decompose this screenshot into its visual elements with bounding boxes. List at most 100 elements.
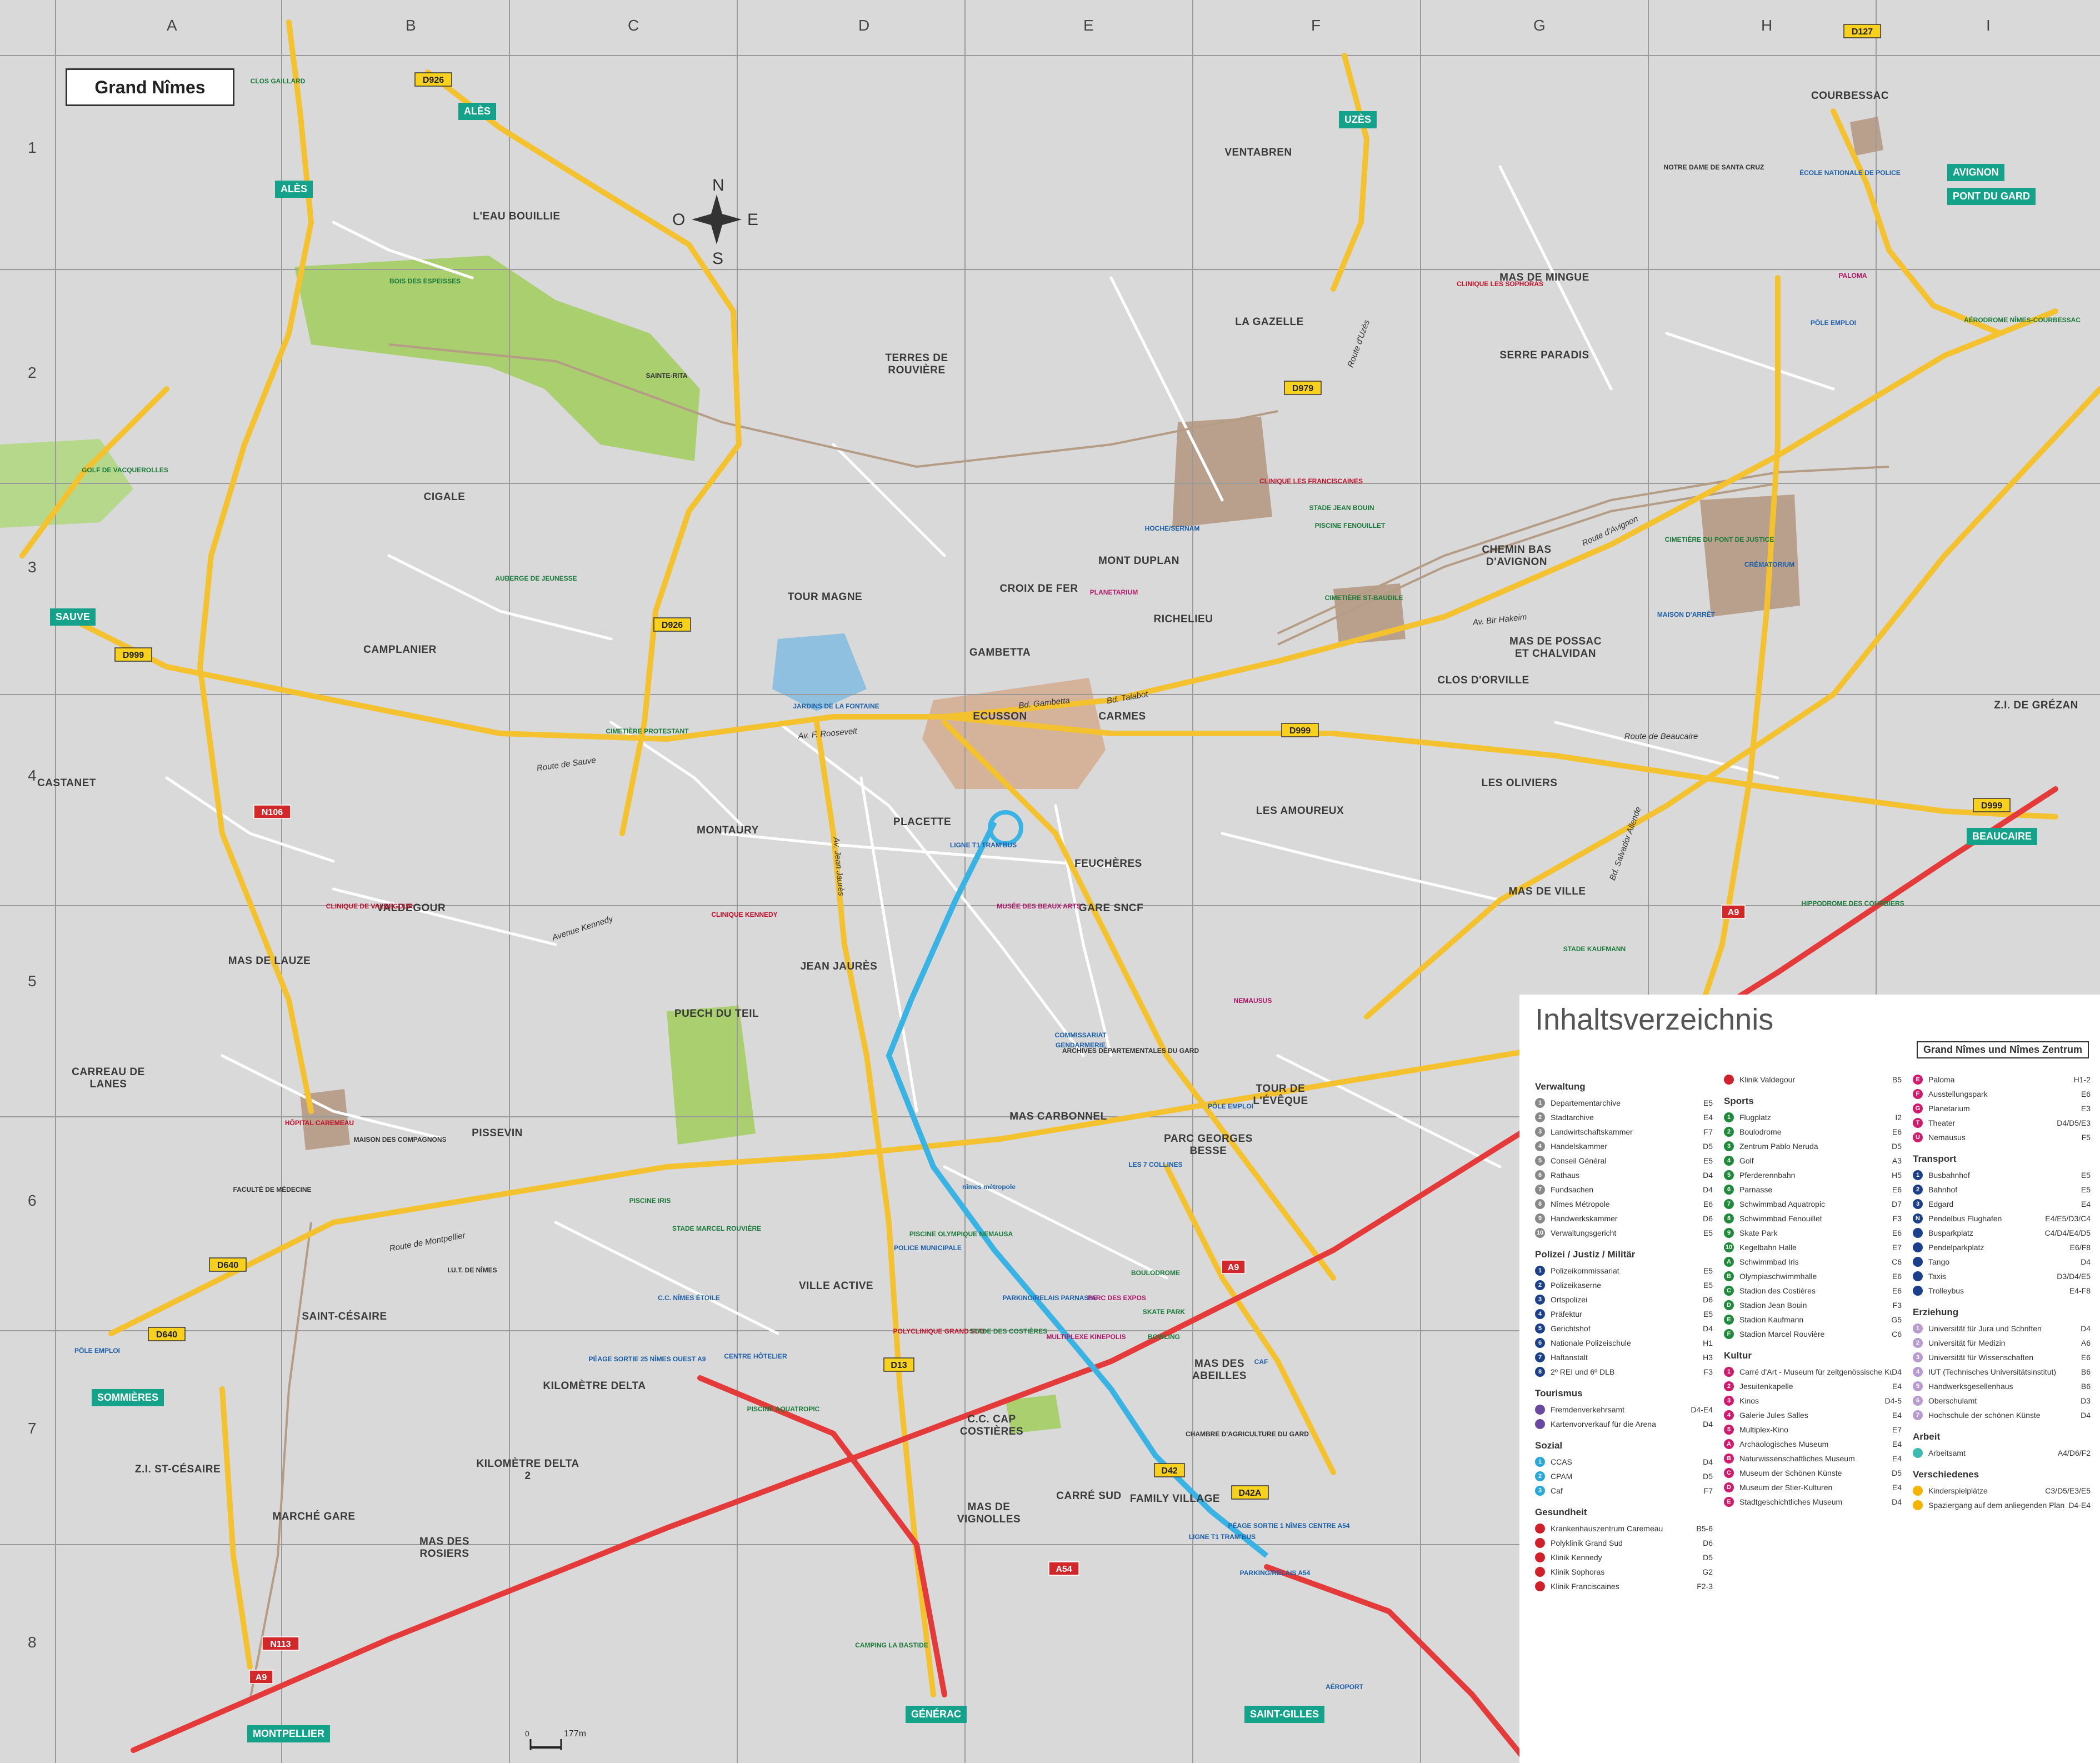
poi-red: CLINIQUE LES FRANCISCAINES [1259, 477, 1363, 485]
destination-sign: SOMMIÈRES [92, 1389, 164, 1406]
place-label: FEUCHÈRES [1074, 857, 1142, 870]
destination-sign: GÉNÉRAC [906, 1706, 967, 1723]
grid-row-7: 7 [28, 1420, 37, 1437]
index-entry-name: Arbeitsamt [1928, 1449, 1966, 1457]
place-label: CASTANET [37, 777, 96, 789]
index-entry-ref: E5 [2081, 1171, 2091, 1180]
index-entry-name: Schwimmbad Fenouillet [1739, 1214, 1822, 1223]
poi-red: POLYCLINIQUE GRAND SUD [893, 1327, 985, 1335]
poi-mag: PARC DES EXPOS [1087, 1294, 1146, 1302]
road-shield-label: N106 [262, 808, 283, 817]
place-label: SAINT-CÉSAIRE [302, 1310, 387, 1322]
index-entry-name: Nemausus [1928, 1133, 1966, 1142]
index-entry-name: Museum der Stier-Kulturen [1739, 1483, 1833, 1492]
poi-mag: MUSÉE DES BEAUX ARTS [997, 902, 1081, 910]
index-entry-name: Klinik Valdegour [1739, 1075, 1796, 1084]
index-entry-marker-icon: 10 [1724, 1242, 1734, 1252]
index-entry-marker-icon: 1 [1913, 1324, 1923, 1334]
compass-w: O [672, 211, 685, 229]
index-entry-ref: D5 [1703, 1472, 1713, 1481]
index-entry-marker-icon: U [1913, 1132, 1923, 1142]
index-entry-ref: D6 [1703, 1539, 1713, 1547]
index-entry-ref: D4 [1892, 1497, 1902, 1506]
index-entry-marker-icon [1535, 1405, 1545, 1415]
index-entry-marker-icon [1913, 1228, 1923, 1238]
index-entry-name: Stadion Jean Bouin [1739, 1301, 1807, 1310]
poi-blue: POLICE MUNICIPALE [894, 1244, 962, 1252]
poi-mag: MULTIPLEXE KINEPOLIS [1046, 1333, 1126, 1341]
poi-blue: LES 7 COLLINES [1128, 1161, 1182, 1168]
index-entry-name: Ortspolizei [1551, 1295, 1588, 1304]
index-entry-marker-icon: 3 [1913, 1352, 1923, 1362]
poi-green: STADE KAUFMANN [1563, 945, 1626, 953]
road-shield-label: D926 [662, 621, 683, 630]
index-entry-name: Olympiaschwimmhalle [1739, 1272, 1817, 1281]
poi-blue: LIGNE T1 TRAM'BUS [950, 841, 1017, 849]
index-entry-ref: F7 [1703, 1486, 1713, 1495]
road-shield-label: A54 [1056, 1565, 1072, 1574]
index-entry-marker-icon: E [1913, 1075, 1923, 1085]
index-entry-marker-icon: 2 [1913, 1338, 1923, 1348]
index-entry-name: Universität für Wissenschaften [1928, 1353, 2034, 1362]
index-entry-marker-icon: 5 [1913, 1381, 1923, 1391]
index-entry-name: Kegelbahn Halle [1739, 1243, 1797, 1252]
road-shield-a9: A9 [1721, 905, 1746, 919]
road-shield-d926: D926 [414, 72, 452, 87]
index-entry-ref: E6/F8 [2069, 1243, 2091, 1252]
index-entry-name: Kartenvorverkauf für die Arena [1551, 1420, 1656, 1429]
grid-row-6: 6 [28, 1192, 37, 1209]
grid-row-4: 4 [28, 767, 37, 784]
index-entry-ref: D7 [1892, 1200, 1902, 1208]
poi-green: BOULODROME [1131, 1269, 1180, 1277]
index-entry-marker-icon: 7 [1535, 1185, 1545, 1195]
poi-blue: PÔLE EMPLOI [74, 1346, 120, 1355]
index-entry-name: Caf [1551, 1486, 1563, 1495]
poi-green: AÉRODROME NÎMES-COURBESSAC [1964, 316, 2081, 324]
index-entry-marker-icon: 9 [1724, 1228, 1734, 1238]
index-entry-name: Zentrum Pablo Neruda [1739, 1142, 1818, 1151]
index-entry-ref: F2-3 [1697, 1582, 1713, 1591]
poi-blue: GENDARMERIE [1056, 1041, 1106, 1049]
poi-blue: PARKING/RELAIS A54 [1240, 1569, 1311, 1577]
index-section-title: Erziehung [1913, 1307, 1959, 1317]
index-entry-ref: E4 [1892, 1382, 1902, 1391]
destination-sign: UZÈS [1339, 111, 1377, 128]
index-entry-marker-icon: 10 [1535, 1228, 1545, 1238]
index-entry-name: Flugplatz [1739, 1113, 1771, 1122]
road-shield-label: D13 [891, 1361, 907, 1370]
index-entry-marker-icon: 2 [1535, 1471, 1545, 1481]
railways [249, 343, 1889, 1701]
compass-e: E [747, 211, 758, 229]
index-entry-marker-icon: 4 [1724, 1156, 1734, 1166]
index-entry-marker-icon: N [1913, 1213, 1923, 1223]
index-entry-name: Parnasse [1739, 1185, 1773, 1194]
place-label-line2: ROSIERS [419, 1548, 469, 1560]
index-entry-ref: E4 [1892, 1411, 1902, 1420]
index-entry-name: Klinik Sophoras [1551, 1567, 1605, 1576]
place-label-line2: 2 [524, 1470, 531, 1482]
place-label: CARRÉ SUD [1056, 1490, 1121, 1502]
place-label: SERRE PARADIS [1499, 349, 1589, 361]
index-entry-ref: B5 [1892, 1075, 1902, 1084]
index-entry-marker-icon: 3 [1913, 1199, 1923, 1209]
index-entry-name: Stadtarchive [1551, 1113, 1594, 1122]
place-label: VALDEGOUR [377, 902, 446, 914]
road-shield-label: D640 [156, 1330, 177, 1340]
index-entry-ref: E6 [2081, 1090, 2091, 1098]
index-entry-name: Haftanstalt [1551, 1353, 1588, 1362]
